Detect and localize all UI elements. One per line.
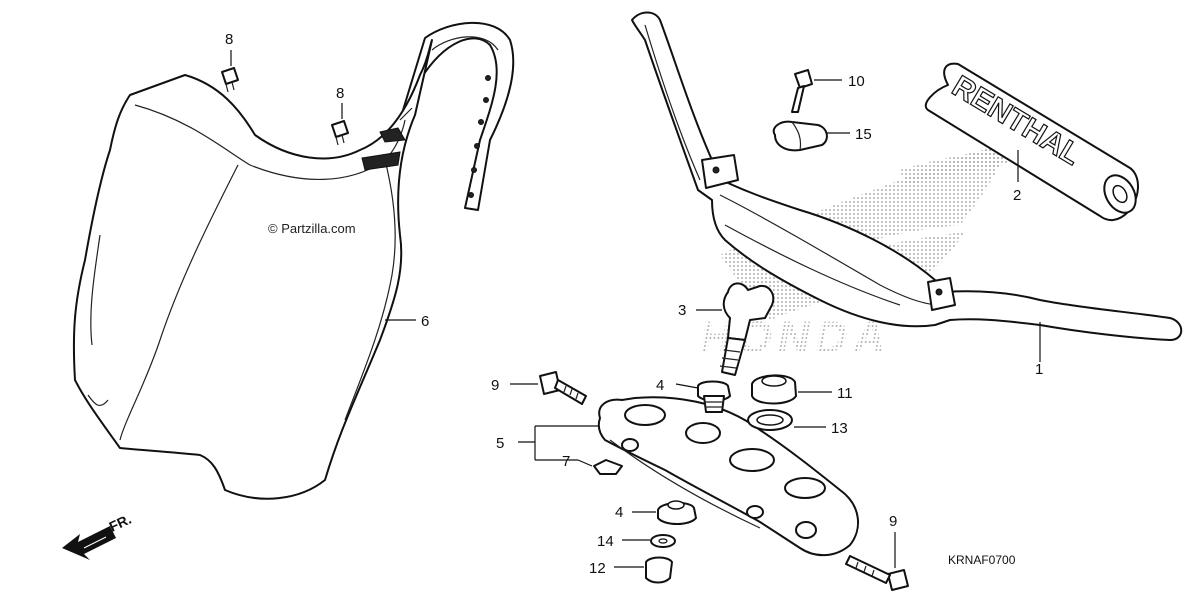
callout-15: 15 xyxy=(855,126,872,143)
bolt-8-lower xyxy=(331,103,349,146)
callout-4-upper: 4 xyxy=(656,377,664,394)
holder-upper-15 xyxy=(772,120,850,152)
bolt-9-left xyxy=(510,371,587,405)
callout-8-upper: 8 xyxy=(225,31,233,48)
front-direction-arrow: FR. xyxy=(62,511,134,560)
callout-12: 12 xyxy=(589,560,606,577)
cap-12 xyxy=(614,556,673,584)
callout-2: 2 xyxy=(1013,187,1021,204)
nut-11 xyxy=(751,374,832,405)
diagram-code: KRNAF0700 xyxy=(948,553,1016,567)
washer-14 xyxy=(622,534,676,548)
callout-9-left: 9 xyxy=(491,377,499,394)
callout-7: 7 xyxy=(562,453,570,470)
holder-lower-3 xyxy=(696,282,775,376)
top-bridge xyxy=(518,396,860,557)
callout-10: 10 xyxy=(848,73,865,90)
callout-9-right: 9 xyxy=(889,513,897,530)
callout-5: 5 xyxy=(496,435,504,452)
callout-11: 11 xyxy=(837,385,853,402)
callout-6: 6 xyxy=(421,313,429,330)
callout-14: 14 xyxy=(597,533,614,550)
bolt-10 xyxy=(791,69,842,113)
watermark: © Partzilla.com xyxy=(268,221,356,236)
callout-3: 3 xyxy=(678,302,686,319)
bolt-8-upper xyxy=(221,50,239,93)
bolt-9-right xyxy=(845,532,909,591)
washer-13 xyxy=(747,409,826,431)
nut-7 xyxy=(577,459,623,475)
handlebar xyxy=(631,11,1183,362)
nut-4-upper xyxy=(675,380,731,413)
number-plate xyxy=(72,21,515,500)
direction-label: FR. xyxy=(107,511,134,535)
callout-8-lower: 8 xyxy=(336,85,344,102)
callout-4-lower: 4 xyxy=(615,504,623,521)
callout-13: 13 xyxy=(831,420,848,437)
callout-1: 1 xyxy=(1035,361,1043,378)
nut-4-lower xyxy=(632,500,697,525)
